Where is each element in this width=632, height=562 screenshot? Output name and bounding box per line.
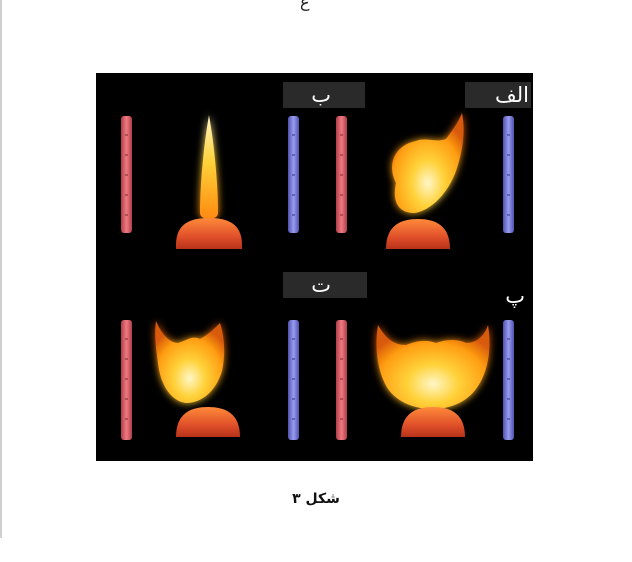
label-be: ب [283, 82, 365, 108]
thin-flame [200, 115, 218, 219]
panel-be-illustration [121, 115, 299, 249]
label-pe: پ [501, 283, 531, 309]
blue-thermometer [503, 320, 514, 440]
candle-wax [176, 218, 242, 249]
candle-wax [401, 407, 465, 437]
blue-thermometer [288, 320, 299, 440]
figure-caption: شکل ۳ [0, 491, 632, 507]
red-thermometer [121, 320, 132, 440]
label-alef: الف [465, 82, 531, 108]
candle-wax [386, 219, 450, 249]
page-margin-rule [0, 0, 2, 538]
panel-pe-illustration [336, 320, 514, 440]
figure-candle-flames: الف ب پ ت [96, 73, 533, 461]
candle-wax [176, 407, 240, 437]
red-thermometer [336, 320, 347, 440]
panel-te-illustration [121, 320, 299, 440]
wide-flame [376, 325, 489, 409]
top-text-fragment: ع [300, 0, 310, 11]
panel-alef-illustration [336, 113, 514, 249]
wide-flame [392, 113, 464, 213]
leaning-flame [155, 321, 224, 403]
label-te: ت [283, 272, 367, 298]
figure-illustration [96, 73, 533, 461]
